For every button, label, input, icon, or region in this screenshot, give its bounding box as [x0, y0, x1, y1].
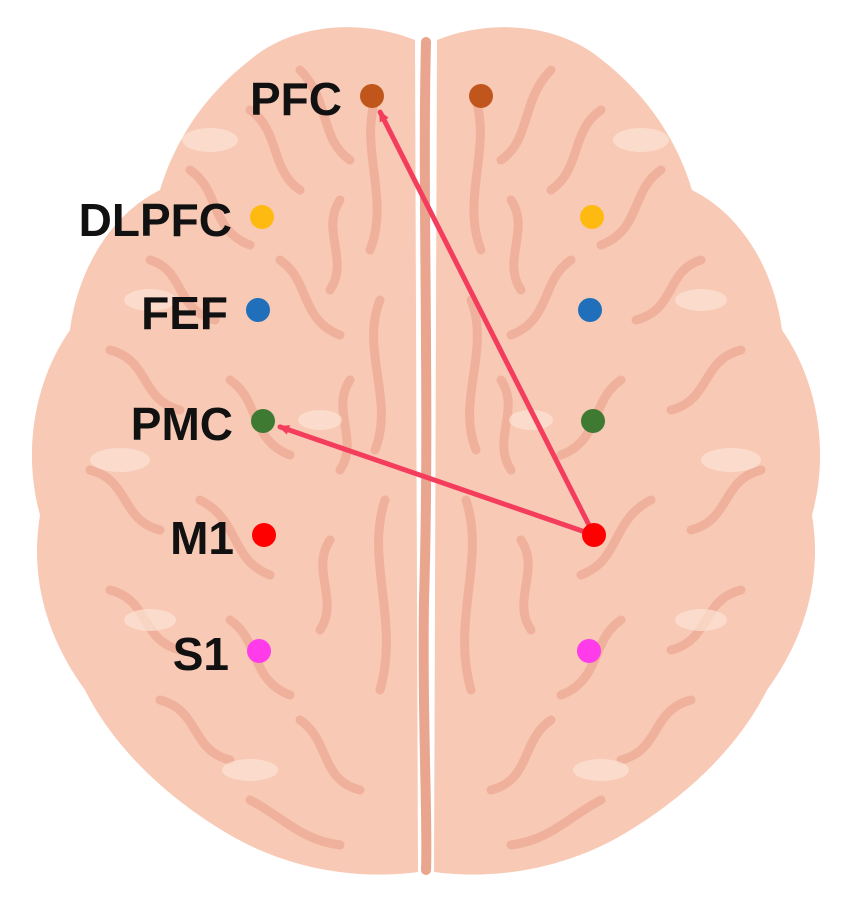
m1-marker-left [252, 523, 276, 547]
gyrus-highlight [573, 759, 629, 781]
left-hemisphere [31, 27, 418, 875]
gyrus-fold [516, 535, 536, 635]
brain-illustration [31, 27, 821, 875]
connection-arrow [277, 424, 586, 534]
gyrus-fold [631, 255, 706, 325]
gyrus-highlight [182, 128, 238, 152]
gyrus-highlight [90, 448, 150, 472]
gyrus-fold [506, 255, 576, 340]
gyrus-highlight [124, 609, 176, 631]
pmc-label: PMC [131, 398, 233, 450]
gyrus-fold [469, 95, 486, 255]
right-hemisphere [434, 27, 821, 875]
gyrus-highlight [509, 410, 553, 430]
gyrus-fold [245, 795, 345, 850]
gyrus-fold [365, 95, 382, 255]
pmc-marker-right [581, 409, 605, 433]
dlpfc-marker-left [250, 205, 274, 229]
pmc-marker-left [251, 409, 275, 433]
gyrus-fold [369, 295, 386, 455]
gyrus-fold [666, 345, 746, 415]
pfc-marker-right [469, 84, 493, 108]
gyrus-fold [486, 715, 556, 795]
s1-label: S1 [173, 628, 229, 680]
gyrus-highlight [298, 410, 342, 430]
pfc-label: PFC [250, 73, 342, 125]
gyrus-fold [145, 255, 220, 325]
gyrus-fold [295, 65, 355, 165]
dlpfc-label: DLPFC [79, 194, 232, 246]
m1-label: M1 [170, 512, 234, 564]
connection-arrows [277, 109, 592, 534]
connection-arrow [377, 109, 592, 527]
fef-label: FEF [141, 287, 228, 339]
gyrus-highlight [222, 759, 278, 781]
dlpfc-marker-right [580, 205, 604, 229]
gyrus-fold [686, 465, 766, 535]
gyrus-fold [596, 165, 666, 250]
gyrus-fold [185, 165, 255, 250]
s1-marker-left [247, 639, 271, 663]
m1-marker-right [582, 523, 606, 547]
pfc-marker-left [360, 84, 384, 108]
gyrus-fold [460, 495, 477, 695]
gyrus-fold [506, 795, 606, 850]
gyrus-fold [275, 255, 345, 340]
gyrus-fold [465, 295, 482, 455]
gyrus-fold [85, 465, 165, 535]
gyrus-fold [546, 105, 606, 195]
gyrus-fold [325, 195, 345, 295]
gyrus-fold [195, 495, 275, 580]
gyrus-fold [576, 495, 656, 580]
gyrus-highlight [675, 609, 727, 631]
gyrus-fold [245, 105, 305, 195]
gyrus-highlight [675, 289, 727, 311]
s1-marker-right [577, 639, 601, 663]
gyrus-fold [315, 535, 335, 635]
gyrus-fold [496, 65, 556, 165]
gyrus-fold [496, 375, 516, 475]
longitudinal-fissure [418, 37, 432, 875]
brain-folds [85, 65, 766, 850]
region-markers [246, 84, 606, 663]
gyrus-fold [335, 375, 355, 475]
gyrus-fold [105, 345, 185, 415]
gyrus-fold [155, 695, 235, 765]
gyrus-highlight [613, 128, 669, 152]
gyrus-highlight [701, 448, 761, 472]
fef-marker-right [578, 298, 602, 322]
gyrus-fold [616, 695, 696, 765]
gyrus-highlight [124, 289, 176, 311]
gyrus-fold [374, 495, 391, 695]
gyrus-fold [295, 715, 365, 795]
fef-marker-left [246, 298, 270, 322]
gyrus-fold [506, 195, 526, 295]
